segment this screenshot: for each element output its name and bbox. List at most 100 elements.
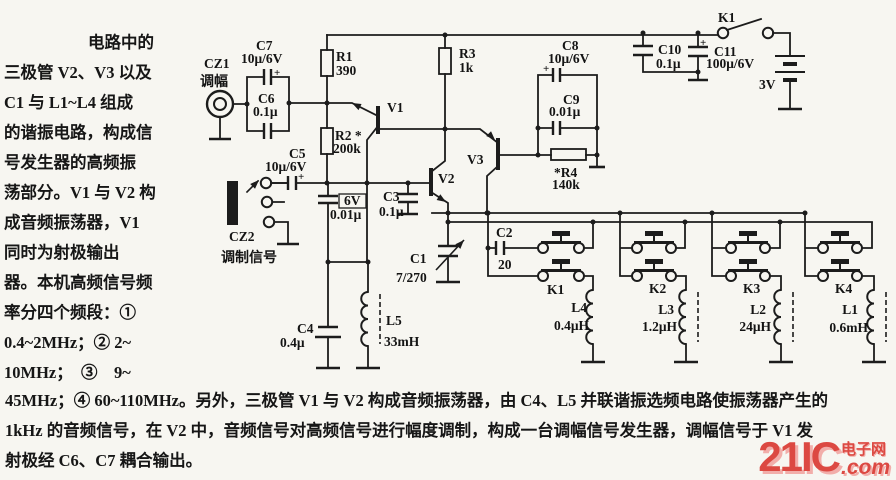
resistor-R1 xyxy=(320,49,334,77)
wire-k3-block xyxy=(711,212,782,363)
label-l4-val: 0.4μH xyxy=(554,318,590,333)
label-l1-ref: L1 xyxy=(842,302,858,317)
wire-k4-block xyxy=(804,212,875,363)
capacitor-C5 xyxy=(286,176,298,190)
label-c11-ref: C11 xyxy=(714,44,737,59)
capacitor-C7 xyxy=(262,69,273,85)
label-c10-ref: C10 xyxy=(658,42,681,57)
label-c7-ref: C7 xyxy=(256,38,273,53)
label-l3-val: 1.2μH xyxy=(642,319,678,334)
capacitor-C6 xyxy=(262,123,273,139)
label-l4-ref: L4 xyxy=(571,300,587,315)
text-line: 电路中的 xyxy=(88,33,154,52)
v3-emitter-arrow xyxy=(486,131,495,140)
label-c5-plus: + xyxy=(298,171,304,183)
c1-adjust-arrow xyxy=(455,240,464,249)
label-c2-val: 20 xyxy=(498,257,512,272)
text-line: 器。本机高频信号频 xyxy=(4,273,153,292)
capacitor-C9 xyxy=(551,121,562,135)
label-l3-ref: L3 xyxy=(658,302,674,317)
resistor-R2 xyxy=(320,127,334,155)
label-c11-val: 100μ/6V xyxy=(706,56,754,71)
label-k3-band-ref: K3 xyxy=(743,281,761,296)
battery-3v xyxy=(775,55,805,82)
wire-v1-collector xyxy=(366,124,380,263)
description-bottom-paragraph: 45MHz；④ 60~110MHz。另外，三极管 V1 与 V2 构成音频振荡器… xyxy=(5,386,895,476)
label-c7-plus: + xyxy=(274,67,280,79)
text-line: 10MHz； ③ 9~ xyxy=(4,363,131,382)
resistor-R3 xyxy=(438,47,452,75)
capacitor-6V-0.01u xyxy=(318,194,338,205)
label-c8-plus: + xyxy=(543,63,549,75)
label-c3-val: 0.1μ xyxy=(379,204,404,219)
capacitor-C4 xyxy=(315,325,341,339)
label-cz2-ref: CZ2 xyxy=(229,229,255,244)
label-r4-ref: *R4 xyxy=(554,165,577,180)
label-k1-power-ref: K1 xyxy=(718,10,736,25)
label-cz1-ref: CZ1 xyxy=(204,56,230,71)
watermark-brand: 21IC xyxy=(758,433,841,480)
wire-ladder xyxy=(537,74,598,167)
label-c8-val: 10μ/6V xyxy=(548,51,590,66)
cz2-plug-arrow xyxy=(250,180,259,189)
capacitor-C10 xyxy=(633,44,653,57)
label-v1-ref: V1 xyxy=(387,100,404,115)
text-line: 同时为射极输出 xyxy=(4,243,120,262)
text-line: 率分四个频段：① xyxy=(4,303,136,322)
text-line: 的谐振电路，构成信 xyxy=(4,123,153,142)
label-c5-ref: C5 xyxy=(289,146,306,161)
band-switches xyxy=(537,231,863,282)
label-c-6v-val: 0.01μ xyxy=(330,207,362,222)
label-c2-ref: C2 xyxy=(496,225,513,240)
wire-v2-emitter xyxy=(429,190,449,223)
jack-CZ2 xyxy=(227,176,276,229)
label-c1-val: 7/270 xyxy=(396,270,427,285)
wire-base-node xyxy=(288,102,380,118)
label-r3-ref: R3 xyxy=(459,46,476,61)
label-c4-ref: C4 xyxy=(297,321,314,336)
wire-k2-block xyxy=(619,212,687,363)
label-c9-val: 0.01μ xyxy=(549,104,581,119)
capacitor-C3 xyxy=(398,192,418,204)
wire-v3-collector xyxy=(486,164,500,214)
resistor-R4 xyxy=(550,148,587,161)
wire-v1-base-bus xyxy=(379,128,500,145)
label-v3-ref: V3 xyxy=(467,152,484,167)
text-line: 1kHz 的音频信号，在 V2 中，音频信号对高频信号进行幅度调制，构成一台调幅… xyxy=(5,421,814,440)
wire-k1-power xyxy=(725,17,791,109)
text-line: 三极管 V2、V3 以及 xyxy=(4,63,152,82)
testpoint-6v-box xyxy=(338,193,367,209)
watermark-21ic: 21IC 电子网 .com xyxy=(758,433,890,480)
wire-cz2 xyxy=(271,182,289,244)
label-cz2-name: 调制信号 xyxy=(221,249,277,266)
switch-K1-power xyxy=(716,26,775,40)
label-l2-val: 24μH xyxy=(739,319,771,334)
label-r2-ref: R2 * xyxy=(335,128,362,143)
label-r1-val: 390 xyxy=(336,63,357,78)
wire-v2-collector xyxy=(429,128,446,174)
label-c11-plus: + xyxy=(700,37,706,49)
label-r4-val: 140k xyxy=(552,177,580,192)
label-k4-band-ref: K4 xyxy=(835,281,853,296)
label-v2-ref: V2 xyxy=(438,171,455,186)
label-k2-band-ref: K2 xyxy=(649,281,667,296)
label-c3-ref: C3 xyxy=(383,189,400,204)
inductor-L1 xyxy=(866,289,875,345)
label-battery-val: 3V xyxy=(759,77,776,92)
label-tp-6v: 6V xyxy=(344,193,361,208)
inductor-L5 xyxy=(360,291,369,347)
v2-emitter-arrow xyxy=(436,194,446,202)
label-l5-val: 33mH xyxy=(384,334,420,349)
label-r2-val: 200k xyxy=(333,141,361,156)
label-c1-ref: C1 xyxy=(410,251,427,266)
capacitor-C8 xyxy=(551,68,562,82)
label-l5-ref: L5 xyxy=(386,313,402,328)
watermark-site-name: 电子网 xyxy=(840,441,886,458)
label-c4-val: 0.4μ xyxy=(280,335,305,350)
label-c7-val: 10μ/6V xyxy=(241,51,283,66)
inductor-L3 xyxy=(678,289,687,345)
text-line: 荡部分。V1 与 V2 构 xyxy=(4,183,156,202)
